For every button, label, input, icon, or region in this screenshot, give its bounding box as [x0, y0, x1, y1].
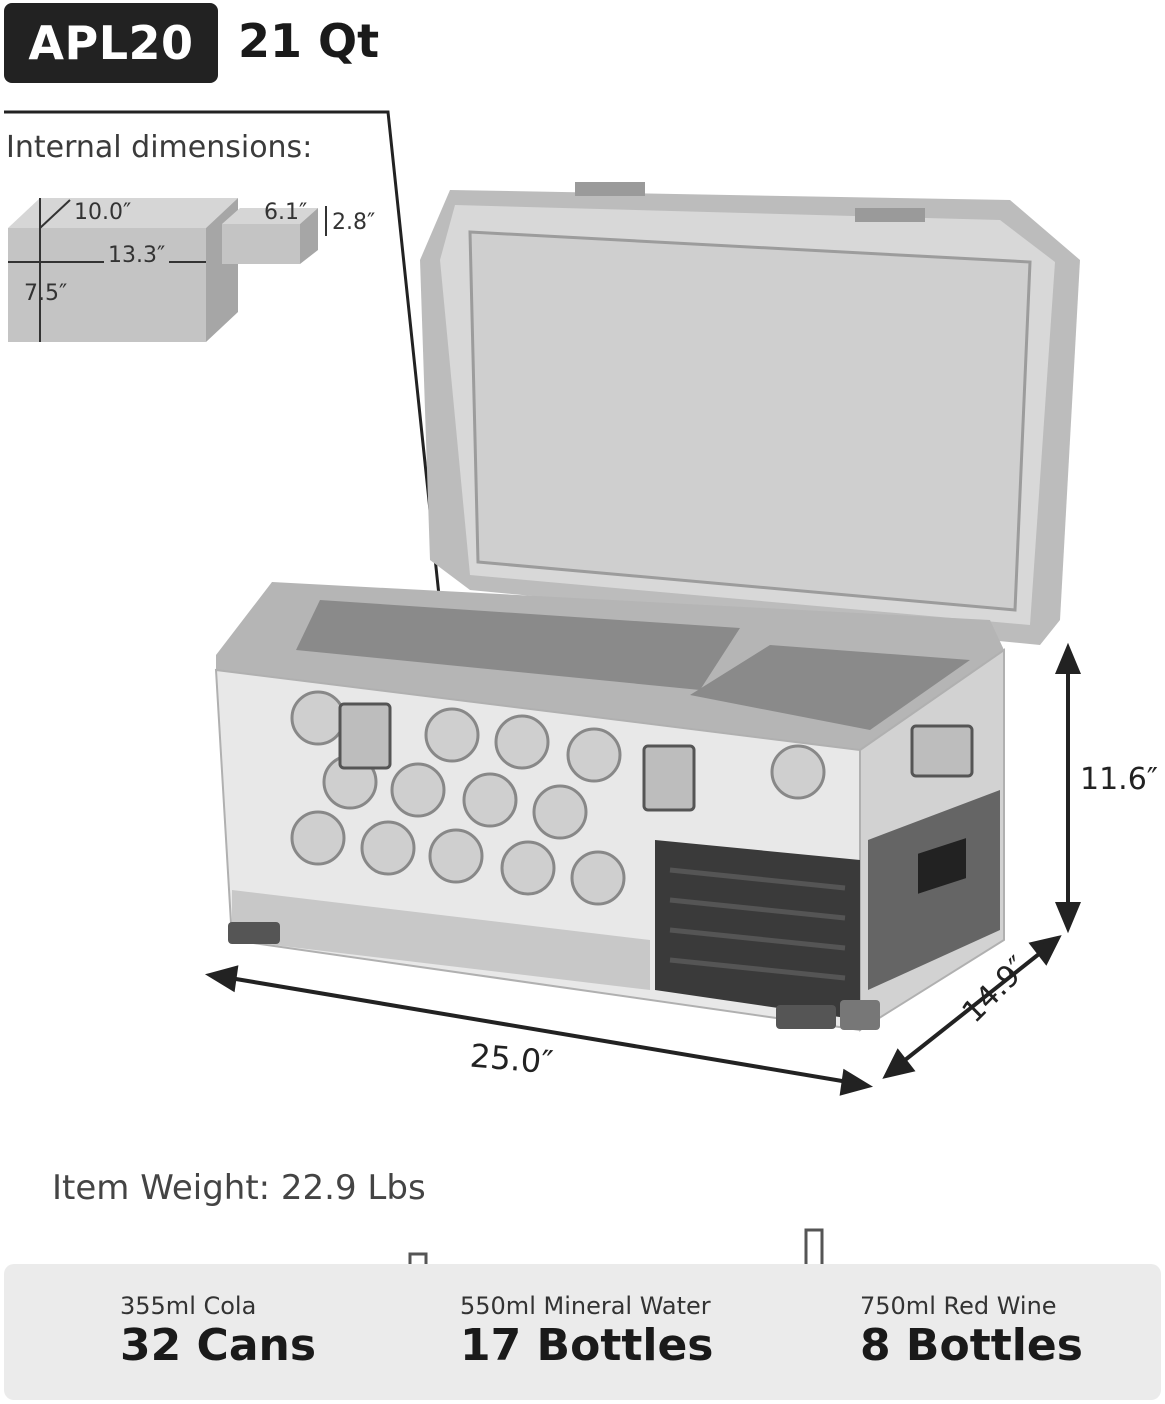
internal-depth-label: 10.0″	[74, 200, 132, 225]
capacity-label: 21 Qt	[238, 14, 380, 68]
side-height-label: 2.8″	[332, 210, 376, 235]
internal-height-label: 7.5″	[24, 281, 68, 306]
side-width-label: 6.1″	[264, 200, 308, 225]
capacity-bar	[4, 1264, 1161, 1400]
model-badge: APL20	[4, 3, 218, 83]
internal-side-box	[222, 206, 327, 264]
height-arrow	[1055, 642, 1081, 934]
length-arrow	[204, 965, 874, 1096]
cooler-body	[214, 582, 1005, 1032]
capacity-item-wine: 750ml Red Wine 8 Bottles	[860, 1292, 1083, 1371]
water-value: 17 Bottles	[460, 1320, 714, 1371]
depth-arrow	[882, 935, 1062, 1079]
internal-dimensions-title: Internal dimensions:	[6, 130, 313, 165]
cans	[290, 690, 826, 906]
internal-width-label: 13.3″	[104, 243, 170, 268]
cola-label: 355ml Cola	[120, 1292, 257, 1320]
latches	[338, 702, 974, 812]
capacity-item-cola: 355ml Cola 32 Cans	[120, 1292, 316, 1371]
item-weight: Item Weight: 22.9 Lbs	[52, 1168, 426, 1208]
capacity-item-water: 550ml Mineral Water 17 Bottles	[460, 1292, 714, 1371]
water-label: 550ml Mineral Water	[460, 1292, 711, 1320]
internal-main-box	[8, 198, 238, 342]
leader-line	[4, 110, 442, 606]
cola-value: 32 Cans	[120, 1320, 317, 1371]
cooler-lid	[420, 182, 1080, 645]
external-height-label: 11.6″	[1080, 762, 1159, 797]
wine-label: 750ml Red Wine	[860, 1292, 1057, 1320]
wine-value: 8 Bottles	[860, 1320, 1083, 1371]
external-length-label: 25.0″	[468, 1036, 555, 1082]
